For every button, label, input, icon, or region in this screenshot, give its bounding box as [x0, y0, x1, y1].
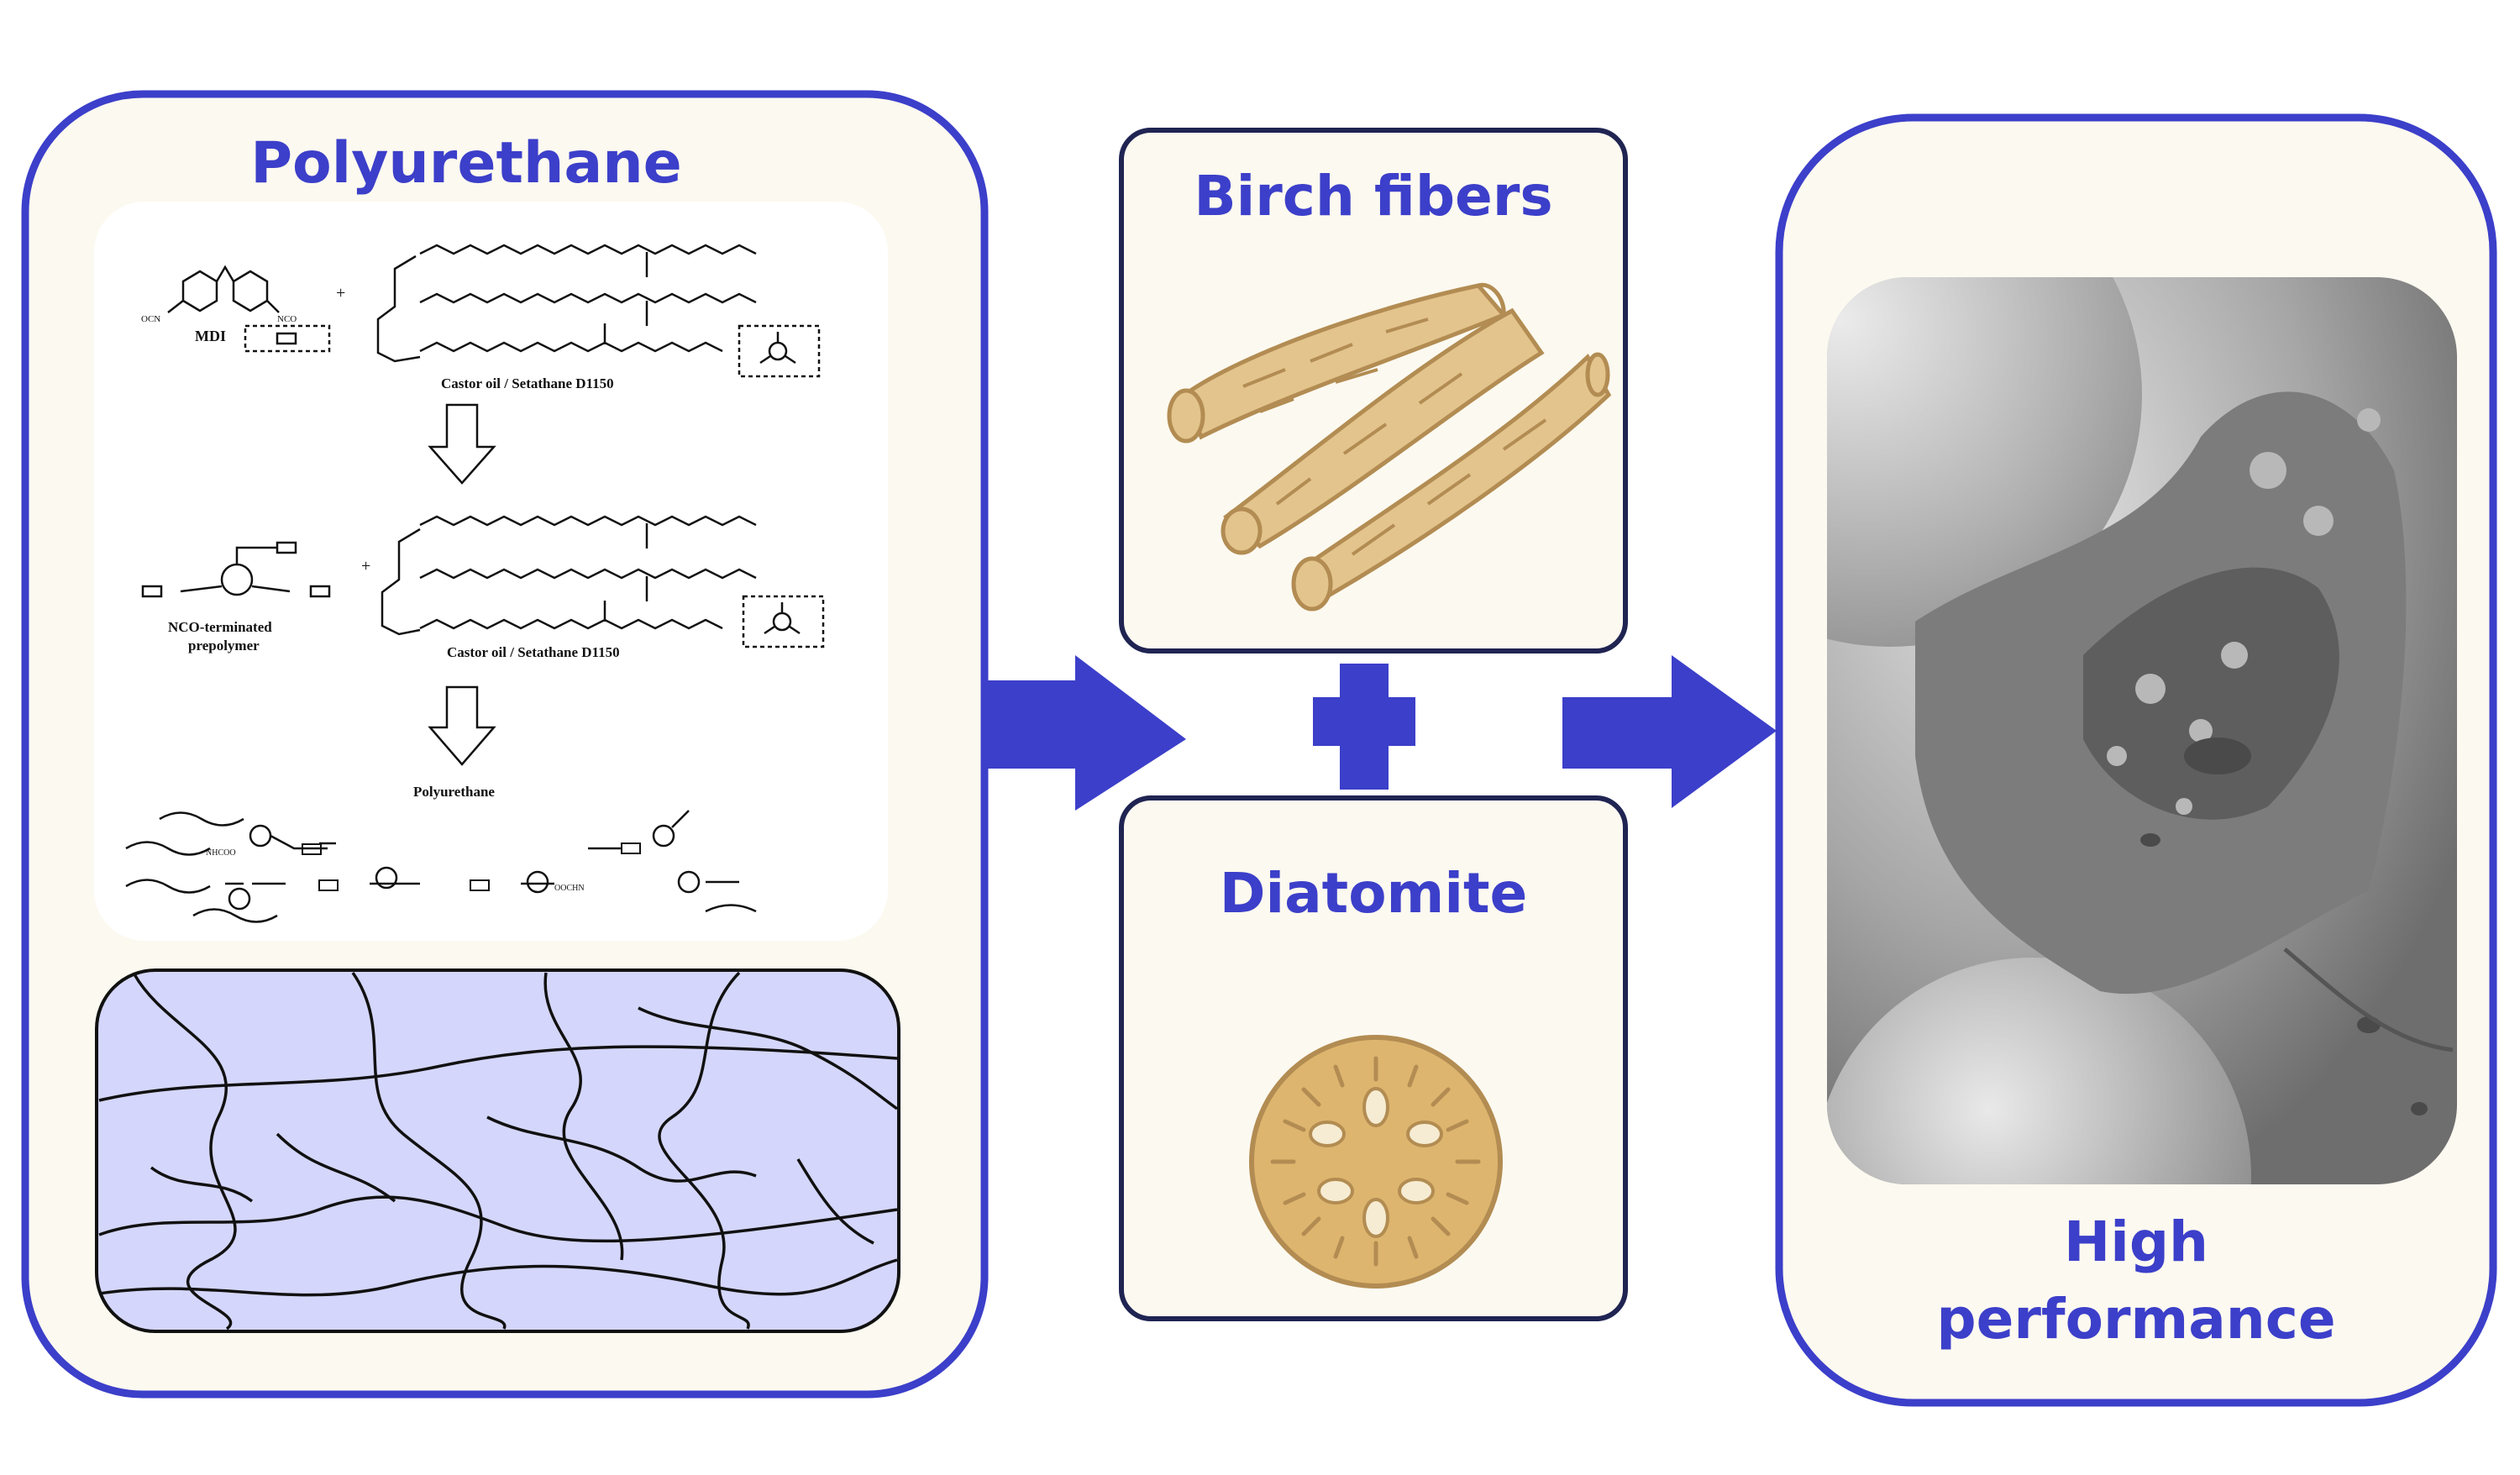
prepolymer-structure	[141, 541, 331, 598]
castor-oil-structure-top	[376, 244, 821, 378]
prepolymer-label-2: prepolymer	[188, 638, 260, 654]
mdi-label: MDI	[195, 328, 226, 344]
down-arrow-icon	[428, 403, 496, 485]
product-label: Polyurethane	[413, 784, 495, 800]
reaction-scheme-area	[94, 202, 888, 941]
polyurethane-title: Polyurethane	[250, 130, 682, 197]
prepolymer-label-1: NCO-terminated	[168, 619, 272, 635]
plus-icon	[1313, 664, 1415, 790]
right-arrow-icon	[1562, 655, 1777, 808]
polyurethane-panel: OCN NCO MDI + Castor oil / Setathane D11…	[21, 90, 989, 1399]
castor-oil-structure-bottom	[381, 515, 825, 648]
birch-fibers-title: Birch fibers	[1194, 164, 1553, 228]
right-arrow-icon	[984, 655, 1186, 811]
crosslinked-network-illustration	[95, 968, 900, 1333]
down-arrow-icon	[428, 685, 496, 766]
result-title-line2: performance	[1936, 1287, 2336, 1352]
sem-micrograph	[1827, 277, 2457, 1184]
result-title-line1: High	[2063, 1210, 2209, 1274]
plus-sign-2: +	[361, 557, 370, 575]
plus-sign-1: +	[336, 284, 345, 302]
birch-fibers-icon	[1167, 282, 1612, 612]
diatomite-title: Diatomite	[1219, 861, 1528, 926]
diatom-icon	[1249, 1035, 1503, 1289]
castor-oil-label-1: Castor oil / Setathane D1150	[441, 375, 614, 391]
castor-oil-label-2: Castor oil / Setathane D1150	[447, 644, 620, 660]
oochn-label: OOCHN	[554, 884, 585, 893]
nco-label: NCO	[277, 314, 297, 324]
diatomite-panel	[1119, 795, 1628, 1321]
nhcoo-label: NHCOO	[206, 848, 236, 858]
ocn-label: OCN	[141, 314, 160, 324]
birch-fibers-panel	[1119, 128, 1628, 654]
mdi-structure	[167, 265, 331, 353]
result-panel	[1775, 113, 2497, 1407]
polyurethane-network-structure	[125, 810, 757, 923]
